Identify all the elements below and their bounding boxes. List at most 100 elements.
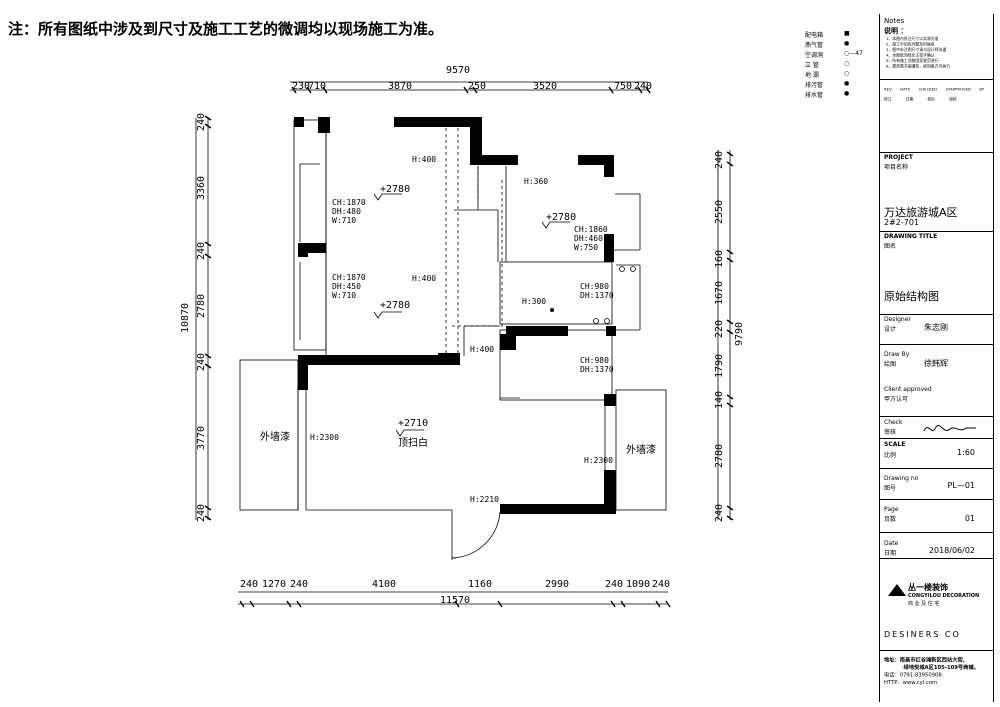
level-2: +2780 [546,212,576,223]
project-label-cn: 项目名称 [884,164,909,171]
dim-top-total: 9570 [446,65,470,76]
dim-right-5: 220 [714,320,725,338]
dim-top-5: 3520 [533,81,557,92]
date-label-cn: 日期 [884,550,897,557]
date-value: 2018/06/02 [928,546,975,555]
window-spec-1: CH:1870 DH:480 W:710 [332,198,366,225]
label-h360: H:360 [524,177,548,186]
dimension-ticks [204,86,734,608]
exterior-paint-left: 外墙漆 [260,430,290,443]
check-label: Check [884,419,903,426]
window-spec-5: CH:980 DH:1370 [580,356,614,374]
designer-name: 朱志刚 [924,323,948,332]
dim-right-8: 2780 [714,444,725,468]
dim-top-4: 250 [468,81,486,92]
level-4: +2710 [398,418,428,429]
dashed-beams [445,128,503,360]
level-1: +2780 [380,184,410,195]
dim-right-3: 160 [714,250,725,268]
dim-left-total: 10870 [180,303,191,333]
svg-text:CH:1870: CH:1870 [332,273,366,282]
project-label: PROJECT [884,154,913,161]
svg-text:DH:1370: DH:1370 [580,291,614,300]
label-h400-c: H:400 [470,345,494,354]
thin-walls [239,119,667,560]
page-value: 01 [964,514,975,523]
drain-point [550,308,554,312]
dim-bottom-1: 240 [240,579,258,590]
dim-top-1: 230 [292,81,310,92]
project-unit: 2#2-701 [884,218,920,227]
svg-text:CH:1870: CH:1870 [332,198,366,207]
dim-bottom-2: 1270 [262,579,286,590]
check-signature [923,425,976,432]
dim-bottom-8: 1090 [626,579,650,590]
dim-right-7: 140 [714,391,725,409]
dim-bottom-9: 240 [652,579,670,590]
page-label: Page [884,506,899,513]
dim-top-7: 240 [634,81,652,92]
dim-right-2: 2550 [714,200,725,224]
svg-text:DH:1370: DH:1370 [580,365,614,374]
svg-text:DH:450: DH:450 [332,282,361,291]
page-label-cn: 页数 [884,516,897,523]
dim-left-5: 240 [196,353,207,371]
dim-left-7: 240 [196,504,207,522]
dim-right-9: 240 [714,504,725,522]
svg-text:CH:1860: CH:1860 [574,225,608,234]
dim-left-6: 3770 [196,426,207,450]
label-h300: H:300 [522,297,546,306]
client-label: Client approved [884,386,932,393]
window-spec-2: CH:1860 DH:460 W:750 [574,225,608,252]
scale-value: 1:60 [957,448,975,457]
label-h2300-a: H:2300 [310,433,339,442]
dim-right-1: 240 [714,151,725,169]
logo-mark-icon [888,584,906,596]
scale-label: SCALE [884,441,906,448]
dim-bottom-7: 240 [605,579,623,590]
dim-right-total: 9790 [734,322,745,346]
svg-text:W:750: W:750 [574,243,598,252]
dim-left-1: 240 [196,113,207,131]
drawing-no-label-cn: 图号 [884,485,897,492]
ceiling-finish: 顶扫白 [398,436,428,449]
level-markers [373,193,570,437]
draw-by-label: Draw By [884,351,910,358]
draw-by-name: 徐韩辉 [924,359,948,368]
title-block: Notes 说明 ： 配电箱 燕气管 空调洞 立 管 地 漏 排污管 排水管 ■… [805,14,994,702]
label-h2210: H:2210 [470,495,499,504]
level-3: +2780 [380,300,410,311]
exterior-paint-right: 外墙漆 [626,443,656,456]
draw-by-label-cn: 绘图 [884,361,897,368]
dim-left-4: 2780 [196,294,207,318]
designer-label: Designer [884,316,911,323]
designer-label-cn: 设计 [884,326,897,333]
company-name: DESINERS CO [884,630,961,639]
client-label-cn: 甲方认可 [884,396,909,403]
drawing-title-label-cn: 图名 [884,243,897,250]
check-label-cn: 审核 [884,429,897,436]
dim-right-6: 1790 [714,354,725,378]
dim-bottom-3: 240 [290,579,308,590]
dim-left-2: 3360 [196,176,207,200]
dim-bottom-5: 1160 [468,579,492,590]
project-name: 万达旅游城A区 [884,206,958,219]
svg-text:DH:480: DH:480 [332,207,361,216]
svg-text:CH:980: CH:980 [580,282,609,291]
dim-top-6: 750 [614,81,632,92]
window-spec-3: CH:1870 DH:450 W:710 [332,273,366,300]
thick-walls [294,117,616,514]
dimension-lines [195,81,731,605]
svg-text:CH:980: CH:980 [580,356,609,365]
svg-text:DH:460: DH:460 [574,234,603,243]
scale-label-cn: 比例 [884,452,897,459]
svg-text:W:710: W:710 [332,216,356,225]
dim-top-2: 710 [308,81,326,92]
label-h400-b: H:400 [412,274,436,283]
drawing-no-value: PL—01 [947,481,975,490]
company-address: 地址：南昌市红谷滩新区西站大街, 绿地悦城A区105-109号商铺。 电话：07… [884,656,979,686]
revision-header: REV DATE CHECKED SYAPPROVED BY 修订 日期 校队 … [884,86,985,102]
notes-heading-cn: 说明 ： [884,27,908,35]
note-lines: 1、本图内所注尺寸以实测为准 2、施工中如有问题及时联系 3、图中未注明尺寸请与… [886,36,951,69]
